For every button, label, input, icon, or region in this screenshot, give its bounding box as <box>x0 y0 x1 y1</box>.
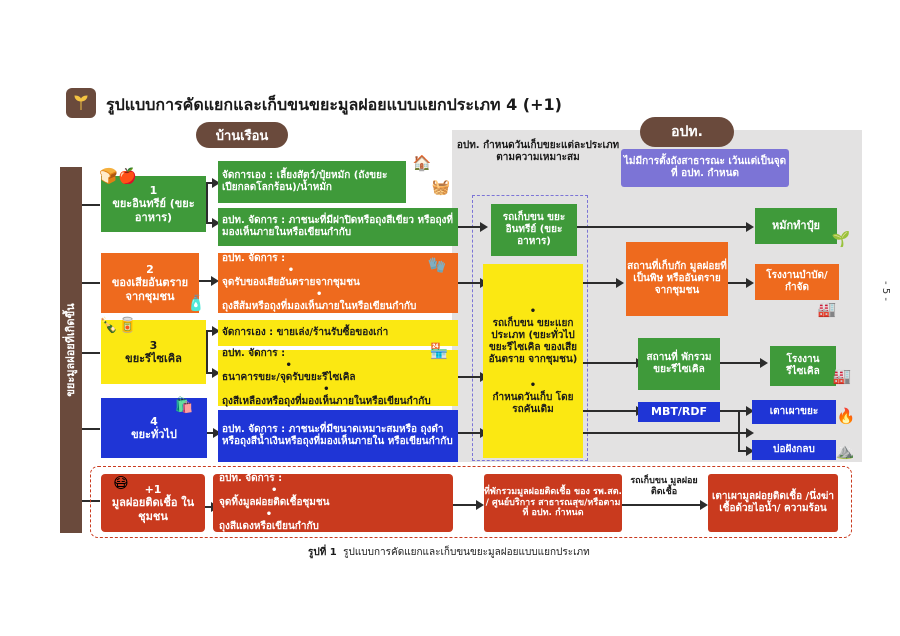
recycle-item: • ธนาคารขยะ/จุดรับขยะรีไซเคิล <box>222 360 356 383</box>
source-infectious: +1 มูลฝอยติดเชื้อ ในชุมชน <box>101 474 205 532</box>
factory-icon: 🏭 <box>832 367 852 385</box>
source-number: 3 <box>149 338 158 352</box>
source-number: +1 <box>144 483 162 497</box>
mixed-truck-schedule: • กำหนดวันเก็บ โดยรถคันเดิม <box>492 380 574 415</box>
vertical-label: ขยะมูลฝอยที่เกิดขึ้น <box>64 303 77 397</box>
hazard-storage: สถานที่เก็บกัก มูลฝอยที่เป็นพิษ หรืออันต… <box>626 242 728 316</box>
hazard-title: อปท. จัดการ : <box>222 253 286 264</box>
infectious-collect-point: ที่พักรวมมูลฝอยติดเชื้อ ของ รพ.สต. / ศูน… <box>484 474 622 532</box>
spray-can-icon: 🧴 <box>186 294 206 312</box>
mbt-rdf: MBT/RDF <box>638 402 720 422</box>
recycle-self-manage: จัดการเอง : ขายเล่ง/ร้านรับซื้อของเก่า <box>218 320 458 346</box>
recycle-station: สถานที่ พักรวม ขยะรีไซเคิล <box>638 338 720 390</box>
caption-text: รูปแบบการคัดแยกและเก็บขนขยะมูลฝอยแบบแยกป… <box>343 547 590 558</box>
infectious-incinerator: เตาเผามูลฝอยติดเชื้อ /นึ่งฆ่าเชื้อด้วยไอ… <box>708 474 838 532</box>
infectious-truck-label: รถเก็บขน มูลฝอยติดเชื้อ <box>630 476 698 497</box>
hazard-item: • ถุงสีส้มหรือถุงที่มองเห็นภายในหรือเขีย… <box>222 289 417 312</box>
source-hazardous: 2 ของเสียอันตราย จากชุมชน <box>101 253 199 313</box>
source-organic: 1 ขยะอินทรีย์ (ขยะอาหาร) <box>101 176 206 232</box>
recycle-item: • ถุงสีเหลืองหรือถุงที่มองเห็นภายในหรือเ… <box>222 384 431 407</box>
incinerator-icon: 🔥 <box>836 407 856 425</box>
organic-truck: รถเก็บขน ขยะอินทรีย์ (ขยะอาหาร) <box>491 204 577 256</box>
title-icon <box>66 88 96 118</box>
bottles-icon: 🍾🥫 <box>99 316 137 334</box>
infectious-zone <box>90 466 852 538</box>
figure-caption: รูปที่ 1 รูปแบบการคัดแยกและเก็บขนขยะมูลฝ… <box>308 545 590 560</box>
mixed-truck: • รถเก็บขน ขยะแยกประเภท (ขยะทั่วไป ขยะรี… <box>483 264 583 458</box>
general-lgo-manage: อปท. จัดการ : ภาชนะที่มีขนาดเหมาะสมหรือ … <box>218 410 458 462</box>
vertical-label-bar <box>60 167 82 533</box>
source-general: 4 ขยะทั่วไป <box>101 398 207 458</box>
mixed-truck-label: • รถเก็บขน ขยะแยกประเภท (ขยะทั่วไป ขยะรี… <box>488 306 578 365</box>
organic-self-manage: จัดการเอง : เลี้ยงสัตว์/ปุ๋ยหมัก (ถังขยะ… <box>218 161 406 203</box>
house-icon: 🏠 <box>412 154 432 172</box>
infectious-title: อปท. จัดการ : <box>219 473 283 484</box>
trash-bag-icon: 🛍️ <box>174 396 194 414</box>
organic-lgo-manage: อปท. จัดการ : ภาชนะที่มีฝาปิดหรือถุงสีเข… <box>218 208 458 246</box>
recycle-bank-icon: 🏪 <box>429 342 449 360</box>
infectious-item: • ถุงสีแดงหรือเขียนกำกับ <box>219 509 319 532</box>
source-recycle: 3 ขยะรีไซเคิล <box>101 320 206 384</box>
page-number: - 5 - <box>880 281 891 301</box>
landfill: บ่อฝังกลบ <box>752 440 836 460</box>
landfill-icon: ⛰️ <box>835 442 855 460</box>
fertilizer-bag-icon: 🌱 <box>831 230 851 248</box>
hazard-item: • จุดรับของเสียอันตรายจากชุมชน <box>222 265 360 288</box>
source-label: ของเสียอันตราย จากชุมชน <box>111 276 189 303</box>
food-icon: 🍞🍎 <box>99 167 137 185</box>
infectious-lgo-manage: อปท. จัดการ : • จุดทิ้งมูลฝอยติดเชื้อชุม… <box>213 473 453 532</box>
compost-bin-icon: 🧺 <box>431 178 451 196</box>
source-number: 1 <box>149 184 158 198</box>
household-header: บ้านเรือน <box>196 122 288 148</box>
source-label: ขยะรีไซเคิล <box>125 352 182 365</box>
no-public-bins-box: ไม่มีการตั้งถังสาธารณะ เว้นแต่เป็นจุดที่… <box>621 149 789 187</box>
compost-destination: หมักทำปุ๋ย <box>755 208 837 244</box>
treatment-plant: โรงงานบำบัด/ กำจัด <box>755 264 839 300</box>
collection-zone <box>472 195 588 461</box>
incinerator: เตาเผาขยะ <box>752 400 836 424</box>
infectious-item: • จุดทิ้งมูลฝอยติดเชื้อชุมชน <box>219 485 330 508</box>
recycle-lgo-manage: อปท. จัดการ : • ธนาคารขยะ/จุดรับขยะรีไซเ… <box>218 348 458 407</box>
source-label: ขยะอินทรีย์ (ขยะอาหาร) <box>112 197 195 224</box>
recycle-title: อปท. จัดการ : <box>222 348 286 359</box>
source-number: 2 <box>146 263 154 277</box>
source-label: ขยะทั่วไป <box>131 428 177 441</box>
hazard-bags-icon: 🧤 <box>427 256 447 274</box>
source-number: 4 <box>150 414 158 428</box>
lgo-header: อปท. <box>640 117 734 147</box>
plant-photo-icon: 🏭 <box>817 300 837 318</box>
caption-label: รูปที่ 1 <box>308 547 337 558</box>
lgo-schedule-text: อปท. กำหนดวันเก็บขยะแต่ละประเภทตามความเห… <box>456 140 620 163</box>
source-label: มูลฝอยติดเชื้อ ในชุมชน <box>111 496 195 523</box>
page-title: รูปแบบการคัดแยกและเก็บขนขยะมูลฝอยแบบแยกป… <box>106 95 562 114</box>
mask-icon: 😷 <box>113 474 129 492</box>
recycle-plant: โรงงาน รีไซเคิล <box>770 346 836 386</box>
hazard-lgo-manage: อปท. จัดการ : • จุดรับของเสียอันตรายจากช… <box>218 253 458 313</box>
